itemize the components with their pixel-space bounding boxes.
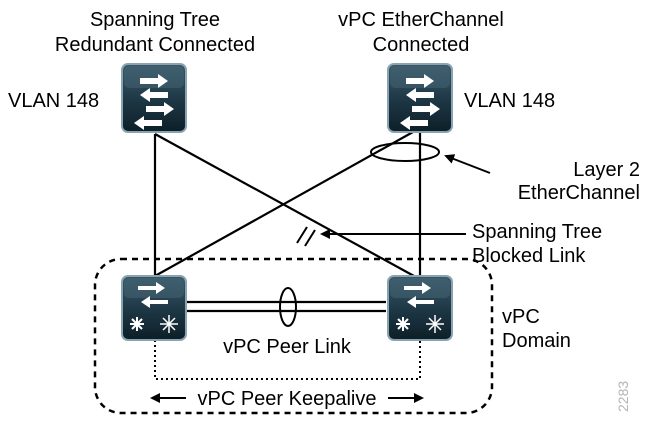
- right-switch-title-line1: vPC EtherChannel: [338, 9, 504, 31]
- keepalive-link: [154, 340, 421, 380]
- switch-icon: [387, 63, 453, 133]
- vpc-domain-label-line2: Domain: [502, 330, 571, 352]
- link-left-top-to-right-bottom: [154, 133, 415, 277]
- right-switch-title-line2: Connected: [373, 34, 470, 56]
- right-vlan-label: VLAN 148: [464, 90, 555, 112]
- vpc-domain-label-line1: vPC: [502, 306, 540, 328]
- links: [153, 131, 422, 380]
- figure-number: 2283: [615, 381, 631, 412]
- etherchannel-callout-arrow: [444, 154, 491, 174]
- layer2-label-line2: EtherChannel: [518, 182, 640, 204]
- blocked-link-mark: [296, 226, 316, 247]
- peer-link-label: vPC Peer Link: [223, 336, 352, 358]
- left-switch-title-line1: Spanning Tree: [90, 9, 220, 31]
- nexus-switch-icon: [121, 275, 187, 341]
- blocked-label-line1: Spanning Tree: [472, 221, 602, 243]
- etherchannel-ellipse: [370, 142, 440, 162]
- nexus-switch-icon: [387, 275, 453, 341]
- keepalive-label: vPC Peer Keepalive: [198, 388, 377, 410]
- left-switch-title-line2: Redundant Connected: [55, 34, 255, 56]
- blocked-label-line2: Blocked Link: [472, 245, 586, 267]
- switch-icon: [121, 63, 187, 133]
- layer2-label-line1: Layer 2: [573, 159, 640, 181]
- link-right-top-to-left-bottom: [154, 131, 414, 277]
- left-vlan-label: VLAN 148: [8, 90, 99, 112]
- peer-link-ellipse: [279, 287, 297, 327]
